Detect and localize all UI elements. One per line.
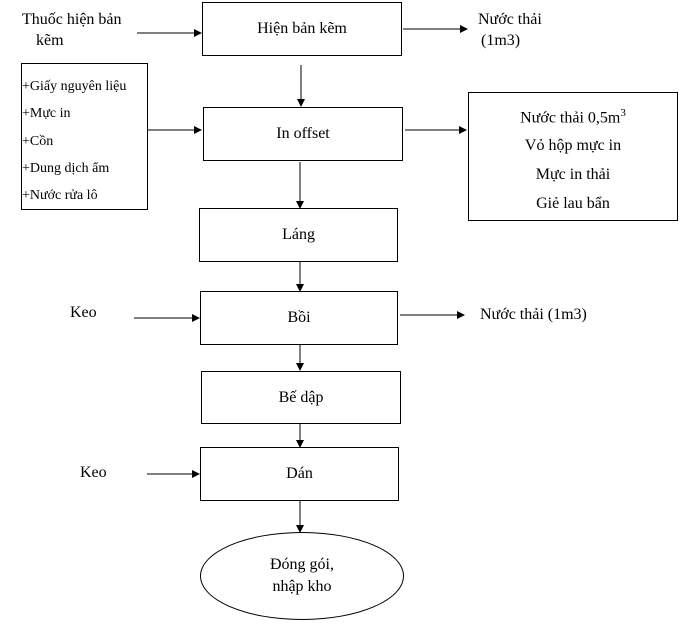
output-offset-item: Vỏ hộp mực in [524,137,622,154]
input-thuoc-hien-line1: Thuốc hiện bản [22,11,122,28]
step-hien-ban-kem: Hiện bản kẽm [202,2,402,56]
step-dan-label: Dán [286,465,313,482]
input-keo-boi: Keo [70,304,97,321]
output-offset-item: Giẻ lau bẩn [536,195,610,212]
step-boi: Bồi [200,291,398,345]
step-dong-goi-line1: Đóng gói, [270,556,334,573]
step-in-offset: In offset [203,107,403,161]
input-offset-item: +Dung dịch ẩm [22,161,110,176]
input-offset-item: +Cồn [22,134,54,149]
output-offset-line1: Nước thải 0,5m3 [469,107,677,127]
step-in-offset-label: In offset [276,125,330,142]
step-boi-label: Bồi [287,309,311,326]
input-thuoc-hien-line2: kẽm [36,32,64,49]
step-dong-goi-line2: nhập kho [272,578,332,595]
output-offset-item: Mực in thải [535,166,611,183]
input-offset-item: +Mực in [22,106,71,121]
input-offset-item: +Nước rửa lô [22,188,98,203]
output-hien-ban-line2: (1m3) [481,32,521,49]
output-hien-ban-line1: Nước thải [478,11,542,28]
step-be-dap-label: Bế dập [278,388,324,406]
input-offset-materials: +Giấy nguyên liệu +Mực in +Cồn +Dung dịc… [21,63,148,210]
step-be-dap: Bế dập [201,371,401,424]
step-hien-ban-kem-label: Hiện bản kẽm [257,20,347,37]
input-keo-dan: Keo [80,464,107,481]
output-offset-waste: Nước thải 0,5m3 Vỏ hộp mực in Mực in thả… [468,92,678,221]
step-dong-goi: Đóng gói, nhập kho [200,532,404,620]
output-boi: Nước thải (1m3) [480,306,587,323]
step-dan: Dán [200,447,399,501]
output-offset-line1-text: Nước thải 0,5m [520,109,621,127]
step-lang: Láng [199,208,398,262]
output-offset-line1-sup: 3 [620,107,626,119]
step-lang-label: Láng [282,226,315,243]
input-offset-item: +Giấy nguyên liệu [22,79,127,94]
